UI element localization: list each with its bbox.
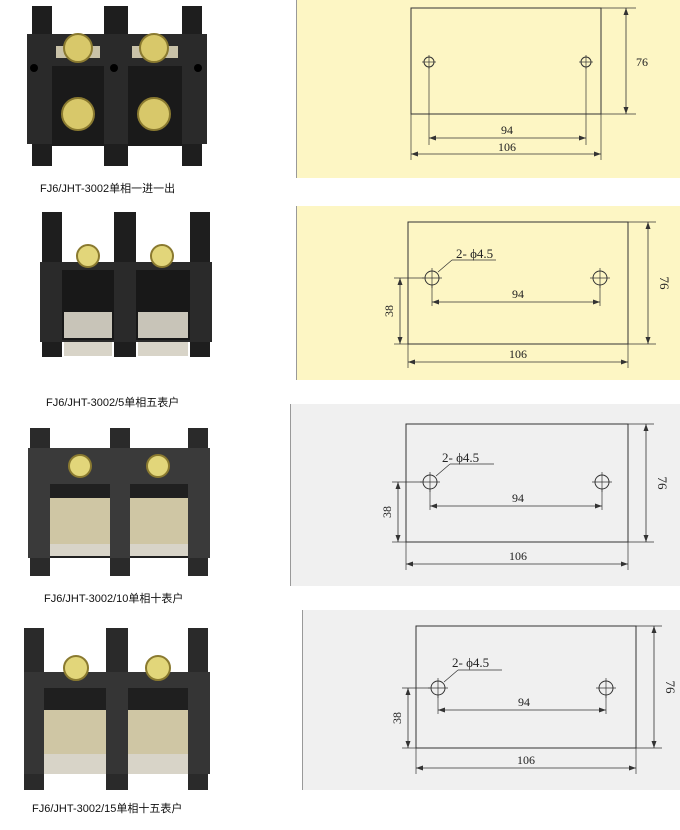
dim-width: 106	[509, 347, 527, 361]
dim-spacing: 94	[512, 491, 524, 505]
dim-width: 106	[498, 140, 516, 154]
dim-height: 76	[657, 277, 672, 291]
product-photo-1	[22, 6, 212, 166]
panel-background	[290, 404, 680, 586]
dimension-panel-4: 2- ϕ4.5 94 38 106 76	[302, 610, 680, 790]
panel-background	[296, 0, 680, 178]
product-photo-4	[24, 628, 210, 790]
dimension-panel-3: 2- ϕ4.5 94 38 106 76	[290, 404, 680, 586]
hole-label: 2- ϕ4.5	[456, 246, 493, 261]
product-photo-3	[28, 428, 210, 576]
dim-hole-offset: 38	[390, 712, 404, 724]
dim-height: 76	[636, 55, 648, 69]
product-caption-2: FJ6/JHT-3002/5单相五表户	[46, 397, 180, 409]
dim-spacing: 94	[512, 287, 524, 301]
dim-height: 76	[663, 681, 678, 695]
dim-width: 106	[509, 549, 527, 563]
hole-label: 2- ϕ4.5	[452, 655, 489, 670]
dim-spacing: 94	[501, 123, 513, 137]
product-caption-4: FJ6/JHT-3002/15单相十五表户	[32, 803, 183, 815]
product-caption-1: FJ6/JHT-3002单相一进一出	[40, 183, 176, 195]
dim-hole-offset: 38	[382, 305, 396, 317]
hole-label: 2- ϕ4.5	[442, 450, 479, 465]
panel-background	[296, 206, 680, 380]
panel-background	[302, 610, 680, 790]
dim-hole-offset: 38	[380, 506, 394, 518]
dim-height: 76	[655, 477, 670, 491]
dim-spacing: 94	[518, 695, 530, 709]
dim-width: 106	[517, 753, 535, 767]
dimension-panel-1: 94 106 76	[296, 0, 680, 178]
product-caption-3: FJ6/JHT-3002/10单相十表户	[44, 593, 184, 605]
dimension-panel-2: 2- ϕ4.5 94 38 106 76	[296, 206, 680, 380]
product-photo-2	[40, 212, 212, 357]
